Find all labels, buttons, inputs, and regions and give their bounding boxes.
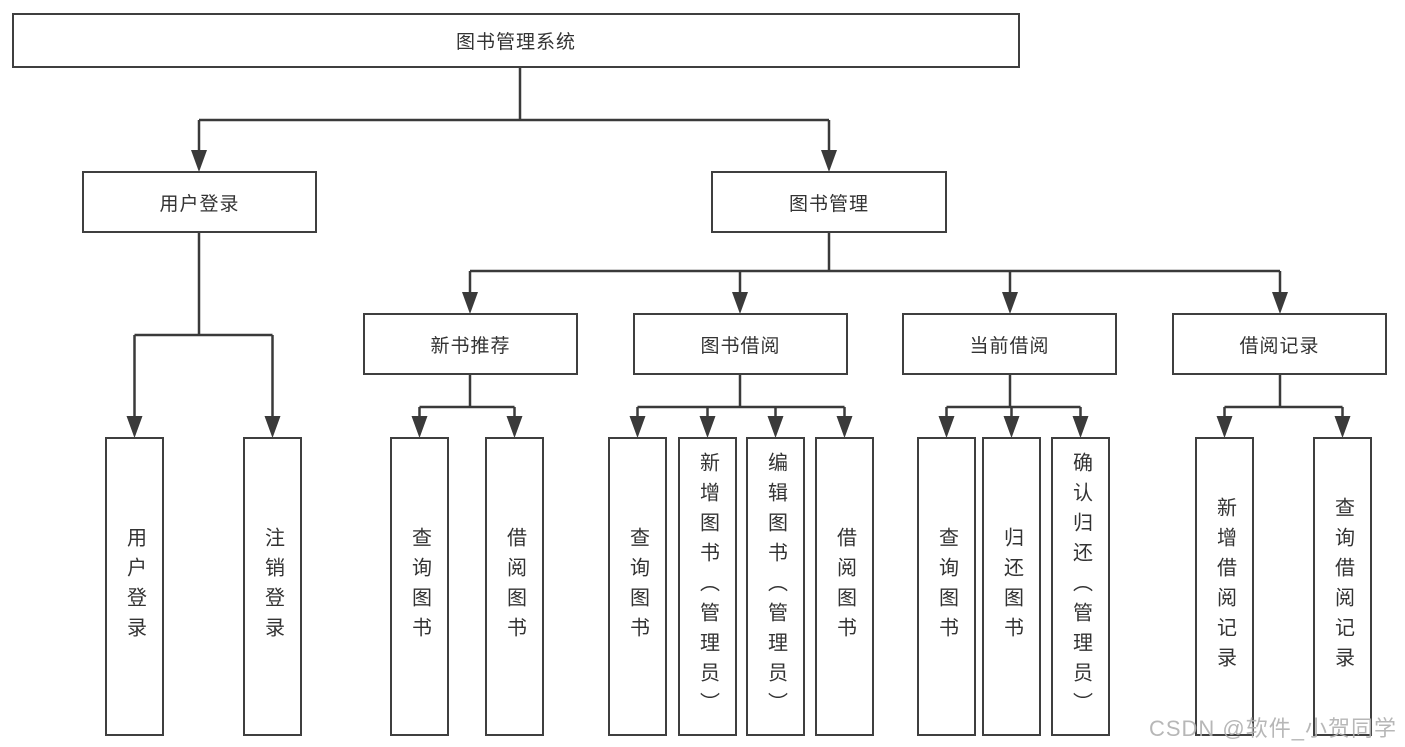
- leaf-label: 归还图书: [1000, 526, 1023, 647]
- leaf-label: 借阅图书: [833, 526, 856, 647]
- leaf-label: 注销登录: [261, 526, 284, 647]
- leaf-label: 确认归还（管理员）: [1069, 451, 1092, 722]
- leaf-label: 新增借阅记录: [1213, 496, 1236, 677]
- leaf-label: 查询借阅记录: [1331, 496, 1354, 677]
- leaf-borrow-book-borrow: 借阅图书: [815, 437, 874, 736]
- leaf-query-book-new: 查询图书: [390, 437, 449, 736]
- arrowheads: [126, 150, 1351, 438]
- node-new-book-recommend: 新书推荐: [363, 313, 578, 375]
- leaf-query-book-current: 查询图书: [917, 437, 976, 736]
- leaf-label: 借阅图书: [503, 526, 526, 647]
- node-current-borrow: 当前借阅: [902, 313, 1117, 375]
- csdn-watermark: CSDN @软件_小贺同学: [1148, 716, 1397, 741]
- node-user-login: 用户登录: [82, 171, 317, 233]
- leaf-edit-book-admin: 编辑图书（管理员）: [746, 437, 805, 736]
- leaf-return-book: 归还图书: [982, 437, 1041, 736]
- leaf-label: 用户登录: [123, 526, 146, 647]
- leaf-add-borrow-record: 新增借阅记录: [1195, 437, 1254, 736]
- leaf-label: 查询图书: [408, 526, 431, 647]
- leaf-label: 查询图书: [935, 526, 958, 647]
- node-root: 图书管理系统: [12, 13, 1020, 68]
- node-book-management: 图书管理: [711, 171, 947, 233]
- leaf-borrow-book-new: 借阅图书: [485, 437, 544, 736]
- leaf-label: 编辑图书（管理员）: [764, 451, 787, 722]
- leaf-query-borrow-record: 查询借阅记录: [1313, 437, 1372, 736]
- node-borrow-record: 借阅记录: [1172, 313, 1387, 375]
- leaf-add-book-admin: 新增图书（管理员）: [678, 437, 737, 736]
- leaf-logout: 注销登录: [243, 437, 302, 736]
- node-book-borrow: 图书借阅: [633, 313, 848, 375]
- leaf-label: 查询图书: [626, 526, 649, 647]
- leaf-confirm-return-admin: 确认归还（管理员）: [1051, 437, 1110, 736]
- leaf-user-login: 用户登录: [105, 437, 164, 736]
- leaf-label: 新增图书（管理员）: [696, 451, 719, 722]
- leaf-query-book-borrow: 查询图书: [608, 437, 667, 736]
